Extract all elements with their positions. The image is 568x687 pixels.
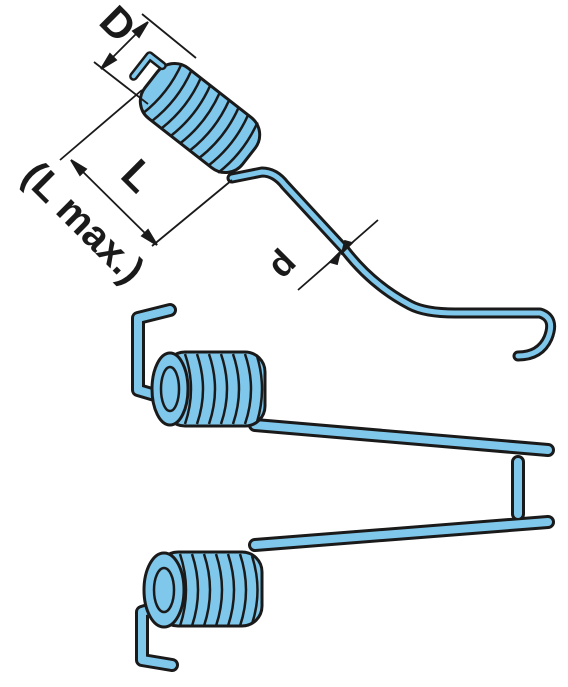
dimension-lines (59, 13, 379, 291)
spring-leg-fill (229, 169, 554, 359)
label-coil-diameter: D (91, 0, 146, 51)
d-diameter-arrow-1 (131, 21, 149, 39)
lower-coil (142, 550, 264, 629)
l-length-dim (70, 159, 158, 246)
l-length-arrow-1 (70, 159, 88, 177)
spring-coil (129, 51, 262, 175)
wire-d-arrow-1 (340, 239, 354, 256)
double-torsion-spring (131, 303, 555, 672)
label-wire-diameter: d (259, 241, 304, 286)
l-length-ext-2 (151, 179, 233, 247)
d-diameter-ext-2 (93, 61, 149, 105)
l-length-arrow-2 (140, 228, 158, 246)
double-spring-wire (131, 303, 555, 672)
coil-turns (141, 62, 259, 174)
wire-d-arrow-2 (328, 249, 342, 266)
dimensioned-spring (129, 51, 557, 362)
l-length-ext-1 (59, 89, 143, 161)
d-diameter-arrow-2 (100, 52, 118, 70)
label-coil-length: L (113, 150, 164, 201)
upper-coil (150, 350, 267, 428)
d-diameter-ext-1 (141, 13, 197, 59)
